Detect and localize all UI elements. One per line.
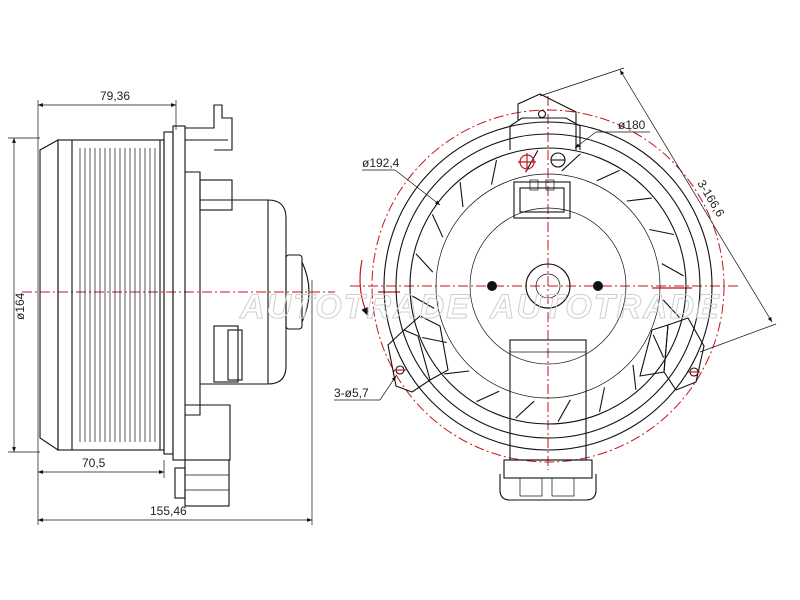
mount-tab-top (509, 93, 581, 219)
watermark-text: AUTOTRADE (239, 288, 471, 326)
dim-depth-top: 79,36 (100, 89, 130, 103)
dim-mount-diameter: ø180 (618, 118, 646, 132)
motor-side (199, 179, 310, 385)
mount-tab-left (387, 315, 449, 393)
dim-bolt-pitch: 3-166,6 (694, 177, 727, 219)
lower-housing-front (499, 339, 597, 501)
connector-side (174, 459, 230, 507)
dim-outer-diameter: ø192,4 (362, 156, 400, 170)
dim-side-diameter: ø164 (13, 292, 27, 320)
side-view: 79,36 70,5 155,46 ø164 (8, 89, 335, 525)
dim-holes: 3-ø5,7 (334, 386, 369, 400)
flange-side (163, 104, 233, 461)
dim-total-length: 155,46 (150, 504, 187, 518)
dim-depth-bottom: 70,5 (82, 456, 106, 470)
fan-wheel-side (39, 139, 165, 452)
motor-screws (487, 281, 603, 291)
watermark-text-2: AUTOTRADE (489, 288, 721, 326)
front-view: ø192,4 ø180 3-166,6 3-ø5,7 (334, 67, 777, 501)
